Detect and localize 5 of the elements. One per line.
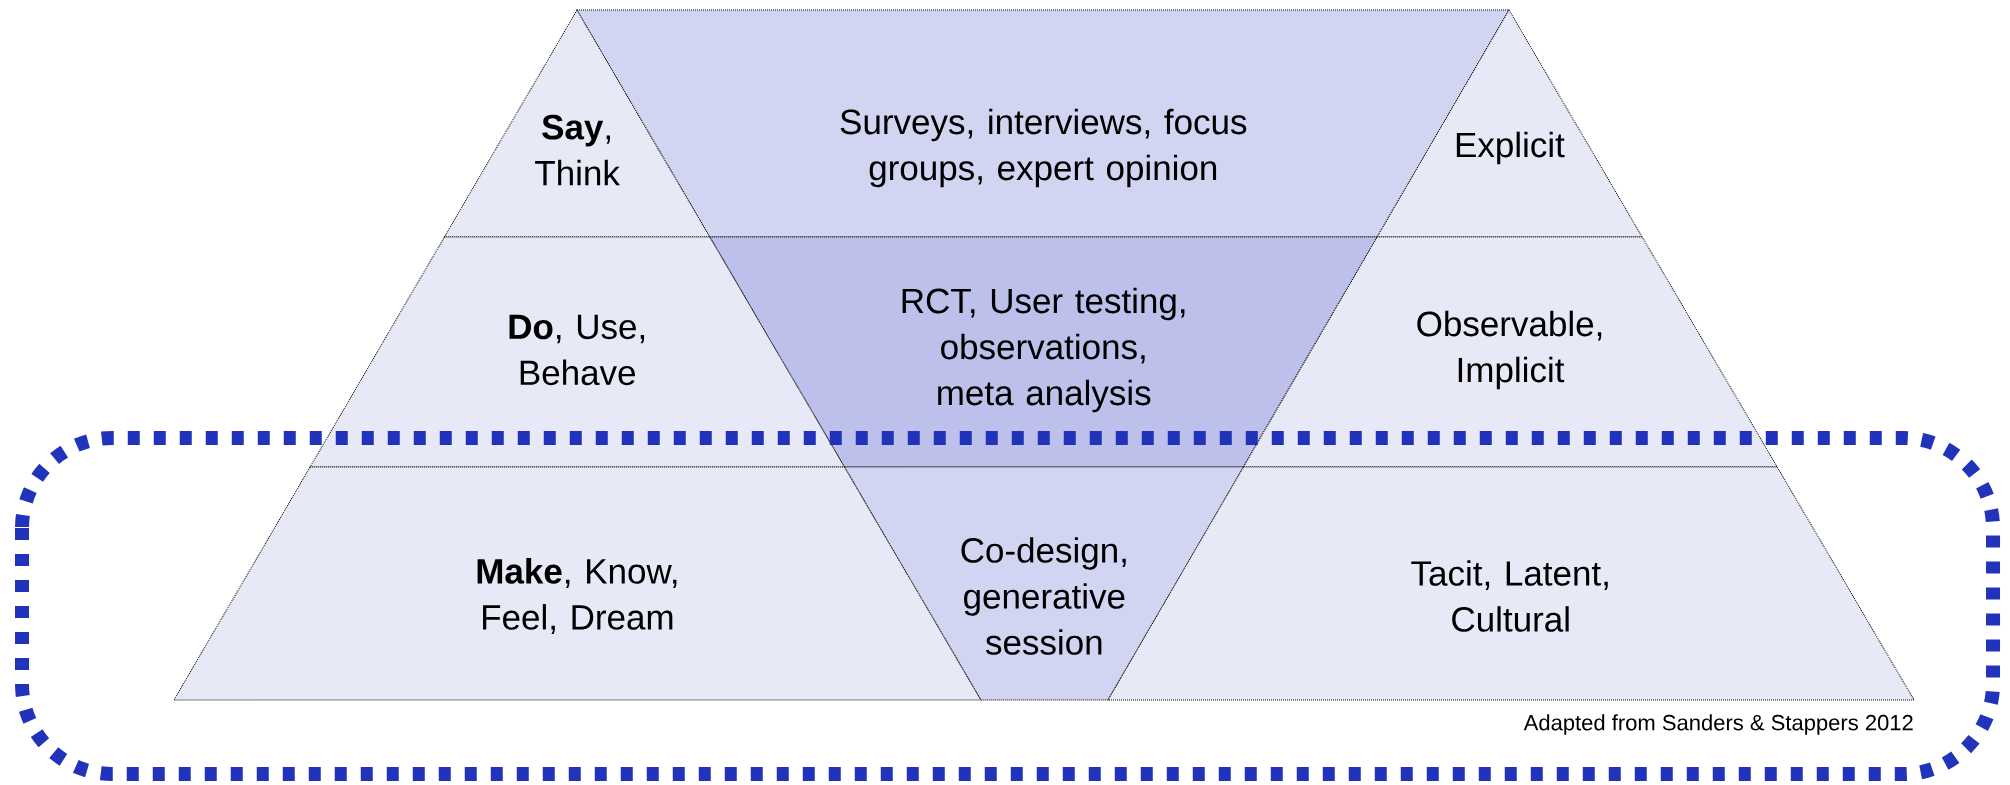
source-caption: Adapted from Sanders & Stappers 2012: [1523, 714, 1913, 735]
pyramid-section: Say, Think: [443, 9, 711, 238]
inverted-triangle-section: RCT, User testing, observations, meta analysis: [709, 236, 1378, 468]
pyramid-section: Explicit: [1376, 9, 1643, 238]
inverted-triangle-section: Co-design, generative session: [844, 466, 1244, 701]
